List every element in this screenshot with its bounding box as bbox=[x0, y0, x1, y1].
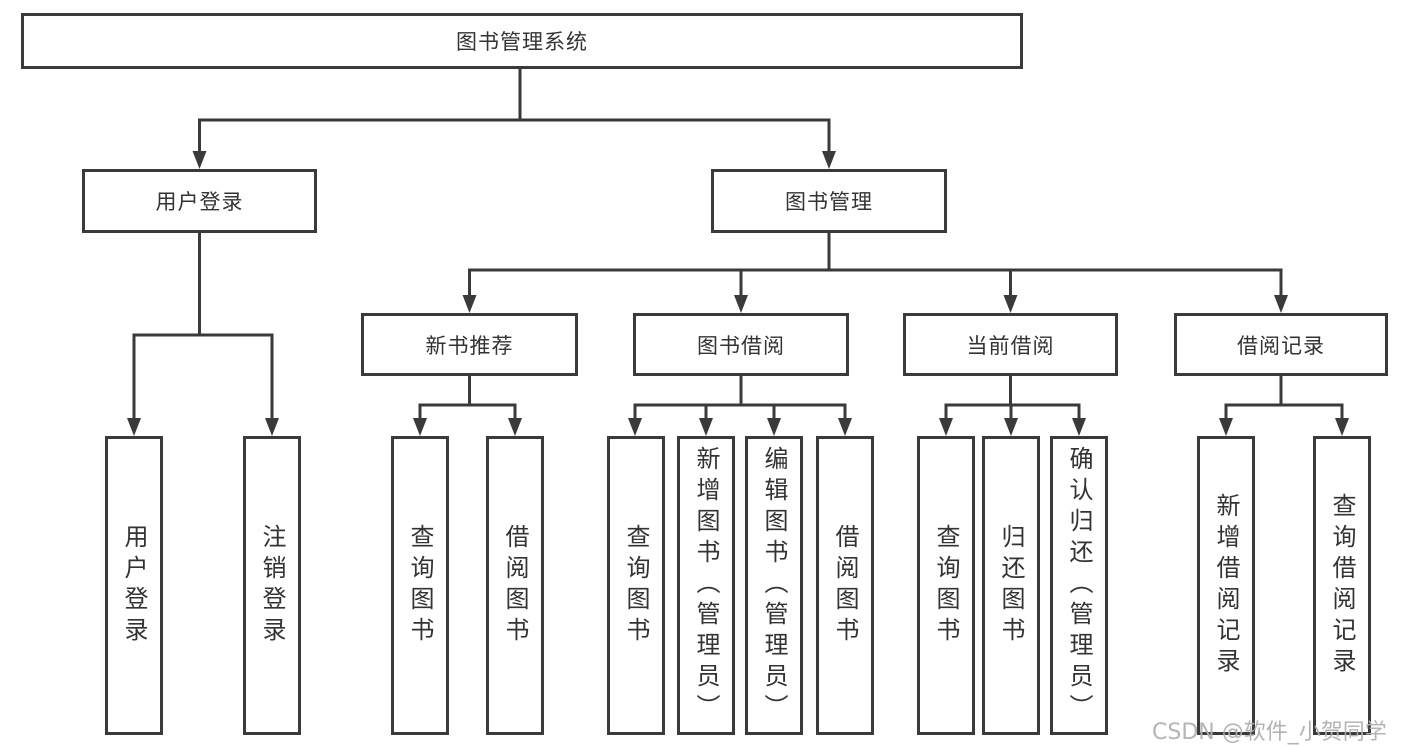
leaf-label: 查询借阅记录 bbox=[1328, 492, 1356, 679]
leaf-label: 新增借阅记录 bbox=[1212, 492, 1240, 679]
leaf-label: 新增图书（管理员） bbox=[692, 446, 720, 725]
node-label: 用户登录 bbox=[155, 190, 244, 214]
node-book-management: 图书管理 bbox=[711, 169, 947, 233]
leaf-label: 借阅图书 bbox=[831, 523, 859, 648]
leaf-label: 查询图书 bbox=[932, 523, 960, 648]
leaf-confirm-return-admin: 确认归还（管理员） bbox=[1050, 436, 1108, 735]
csdn-watermark: CSDN @软件_小贺同学 bbox=[1152, 720, 1387, 745]
leaf-label: 注销登录 bbox=[258, 523, 286, 648]
leaf-recommend-query-books: 查询图书 bbox=[391, 436, 449, 735]
node-user-login: 用户登录 bbox=[82, 169, 317, 233]
node-label: 新书推荐 bbox=[425, 333, 514, 358]
node-label: 图书管理 bbox=[785, 190, 873, 214]
leaf-label: 归还图书 bbox=[997, 523, 1025, 648]
node-new-book-recommend: 新书推荐 bbox=[361, 313, 578, 376]
leaf-return-books: 归还图书 bbox=[982, 436, 1040, 735]
leaf-borrow-query-books: 查询图书 bbox=[607, 436, 665, 735]
node-current-borrow: 当前借阅 bbox=[903, 313, 1118, 376]
leaf-add-borrow-record: 新增借阅记录 bbox=[1197, 436, 1255, 735]
leaf-label: 编辑图书（管理员） bbox=[760, 446, 788, 725]
leaf-label: 查询图书 bbox=[622, 523, 650, 648]
node-label: 当前借阅 bbox=[966, 333, 1055, 358]
leaf-current-query-books: 查询图书 bbox=[917, 436, 975, 735]
leaf-label: 用户登录 bbox=[120, 523, 148, 648]
leaf-user-login: 用户登录 bbox=[105, 436, 163, 735]
node-library-management-system: 图书管理系统 bbox=[21, 13, 1023, 69]
leaf-logout: 注销登录 bbox=[243, 436, 301, 735]
leaf-query-borrow-record: 查询借阅记录 bbox=[1313, 436, 1371, 735]
node-label: 借阅记录 bbox=[1237, 333, 1325, 358]
node-label: 图书借阅 bbox=[697, 333, 785, 358]
node-borrow-records: 借阅记录 bbox=[1174, 313, 1388, 376]
node-book-borrow: 图书借阅 bbox=[633, 313, 849, 376]
leaf-label: 借阅图书 bbox=[501, 523, 529, 648]
leaf-label: 查询图书 bbox=[406, 523, 434, 648]
leaf-recommend-borrow-books: 借阅图书 bbox=[486, 436, 544, 735]
node-label: 图书管理系统 bbox=[456, 30, 588, 54]
leaf-add-books-admin: 新增图书（管理员） bbox=[677, 436, 735, 735]
leaf-edit-books-admin: 编辑图书（管理员） bbox=[745, 436, 803, 735]
tree-edges bbox=[132, 69, 1344, 420]
leaf-label: 确认归还（管理员） bbox=[1065, 446, 1093, 725]
leaf-borrow-books: 借阅图书 bbox=[816, 436, 874, 735]
